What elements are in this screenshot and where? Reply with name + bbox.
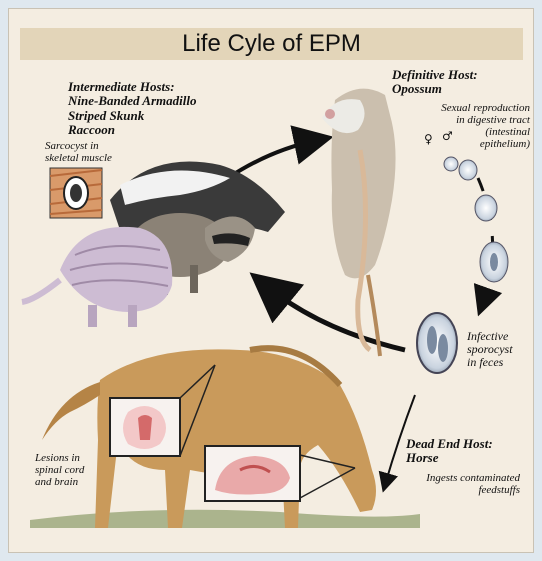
lesions-line3: and brain xyxy=(35,476,84,488)
sexual-line4: epithelium) xyxy=(418,138,530,150)
sarcocyst-label: Sarcocyst in skeletal muscle xyxy=(45,140,112,164)
intermediate-hosts-label: Intermediate Hosts: Nine-Banded Armadill… xyxy=(68,80,196,137)
intermediate-armadillo: Nine-Banded Armadillo xyxy=(68,94,196,108)
sexual-line1: Sexual reproduction xyxy=(418,102,530,114)
lesions-label: Lesions in spinal cord and brain xyxy=(35,452,84,488)
arrow-to-opossum xyxy=(228,140,318,178)
arrow-sporocyst-to-intermediate xyxy=(265,285,405,350)
sarcocyst-line2: skeletal muscle xyxy=(45,152,112,164)
intermediate-raccoon: Raccoon xyxy=(68,123,196,137)
dead-end-host-label: Dead End Host: Horse xyxy=(406,437,493,466)
dead-end-name: Horse xyxy=(406,451,493,465)
opossum xyxy=(322,89,396,356)
male-symbol: ♂ xyxy=(442,130,453,143)
intermediate-heading: Intermediate Hosts: xyxy=(68,80,196,94)
intermediate-skunk: Striped Skunk xyxy=(68,109,196,123)
ingests-line1: Ingests contaminated xyxy=(412,472,520,484)
female-symbol: ♀ xyxy=(424,133,433,146)
dead-end-heading: Dead End Host: xyxy=(406,437,493,451)
definitive-heading: Definitive Host: xyxy=(392,68,478,82)
armadillo xyxy=(22,227,172,327)
infective-line3: in feces xyxy=(467,356,513,369)
infective-sporocyst-label: Infective sporocyst in feces xyxy=(467,330,513,370)
sexual-line2: in digestive tract xyxy=(418,114,530,126)
sarcocyst-line1: Sarcocyst in xyxy=(45,140,112,152)
lesions-line1: Lesions in xyxy=(35,452,84,464)
sarcocyst-inset xyxy=(50,168,102,218)
sexual-line3: (intestinal xyxy=(418,126,530,138)
definitive-host-label: Definitive Host: Opossum xyxy=(392,68,478,97)
ingests-label: Ingests contaminated feedstuffs xyxy=(412,472,520,496)
ingests-line2: feedstuffs xyxy=(412,484,520,496)
sexual-reproduction-label: Sexual reproduction in digestive tract (… xyxy=(418,102,530,150)
definitive-name: Opossum xyxy=(392,82,478,96)
lesions-line2: spinal cord xyxy=(35,464,84,476)
oocyst-stages xyxy=(444,157,508,282)
grass-ground xyxy=(30,510,420,528)
infective-sporocyst xyxy=(417,313,457,373)
